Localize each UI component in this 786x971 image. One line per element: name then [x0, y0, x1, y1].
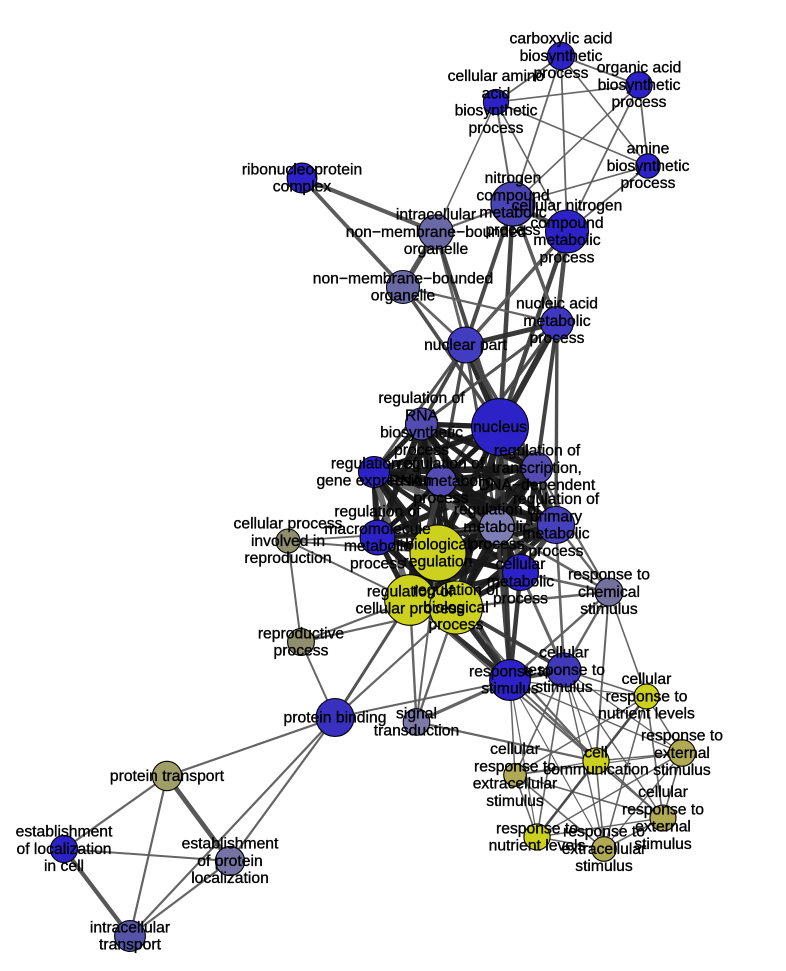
svg-text:protein binding: protein binding [284, 709, 387, 726]
svg-text:nuclear part: nuclear part [424, 337, 507, 354]
svg-text:nucleus: nucleus [473, 419, 527, 436]
svg-text:protein transport: protein transport [110, 768, 225, 785]
